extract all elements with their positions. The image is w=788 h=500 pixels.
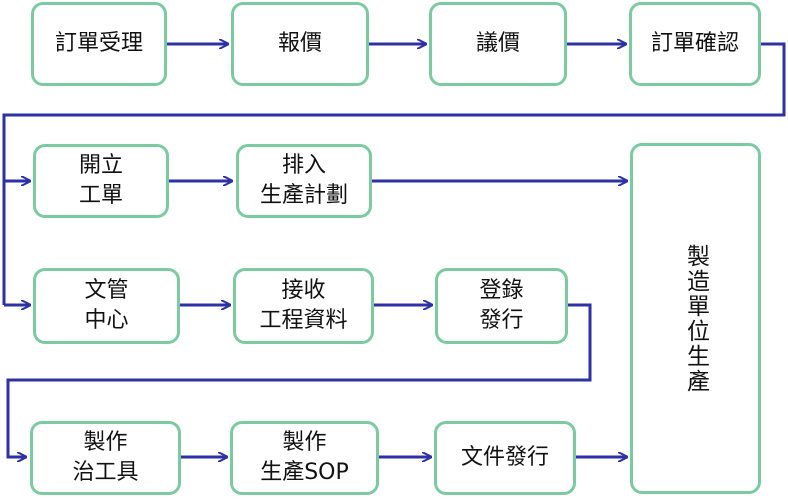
node-make-sop: 製作 生產SOP — [230, 421, 379, 495]
connector-confirm-to-left-rail — [2, 42, 786, 305]
node-production-unit: 製造單位生產 — [630, 143, 761, 494]
connector-register-to-fixture — [6, 303, 592, 457]
node-doc-issue: 文件發行 — [434, 421, 576, 495]
node-order-receive: 訂單受理 — [31, 2, 167, 86]
node-make-fixture: 製作 治工具 — [30, 421, 181, 495]
node-receive-data: 接收 工程資料 — [233, 268, 374, 344]
node-schedule: 排入 生產計劃 — [236, 144, 372, 218]
node-negotiate: 議價 — [429, 2, 567, 86]
node-quote: 報價 — [231, 2, 369, 86]
node-register-issue: 登錄 發行 — [435, 268, 568, 344]
node-order-confirm: 訂單確認 — [629, 2, 761, 86]
node-doc-center: 文管 中心 — [33, 268, 180, 344]
node-open-order: 開立 工單 — [33, 144, 169, 218]
